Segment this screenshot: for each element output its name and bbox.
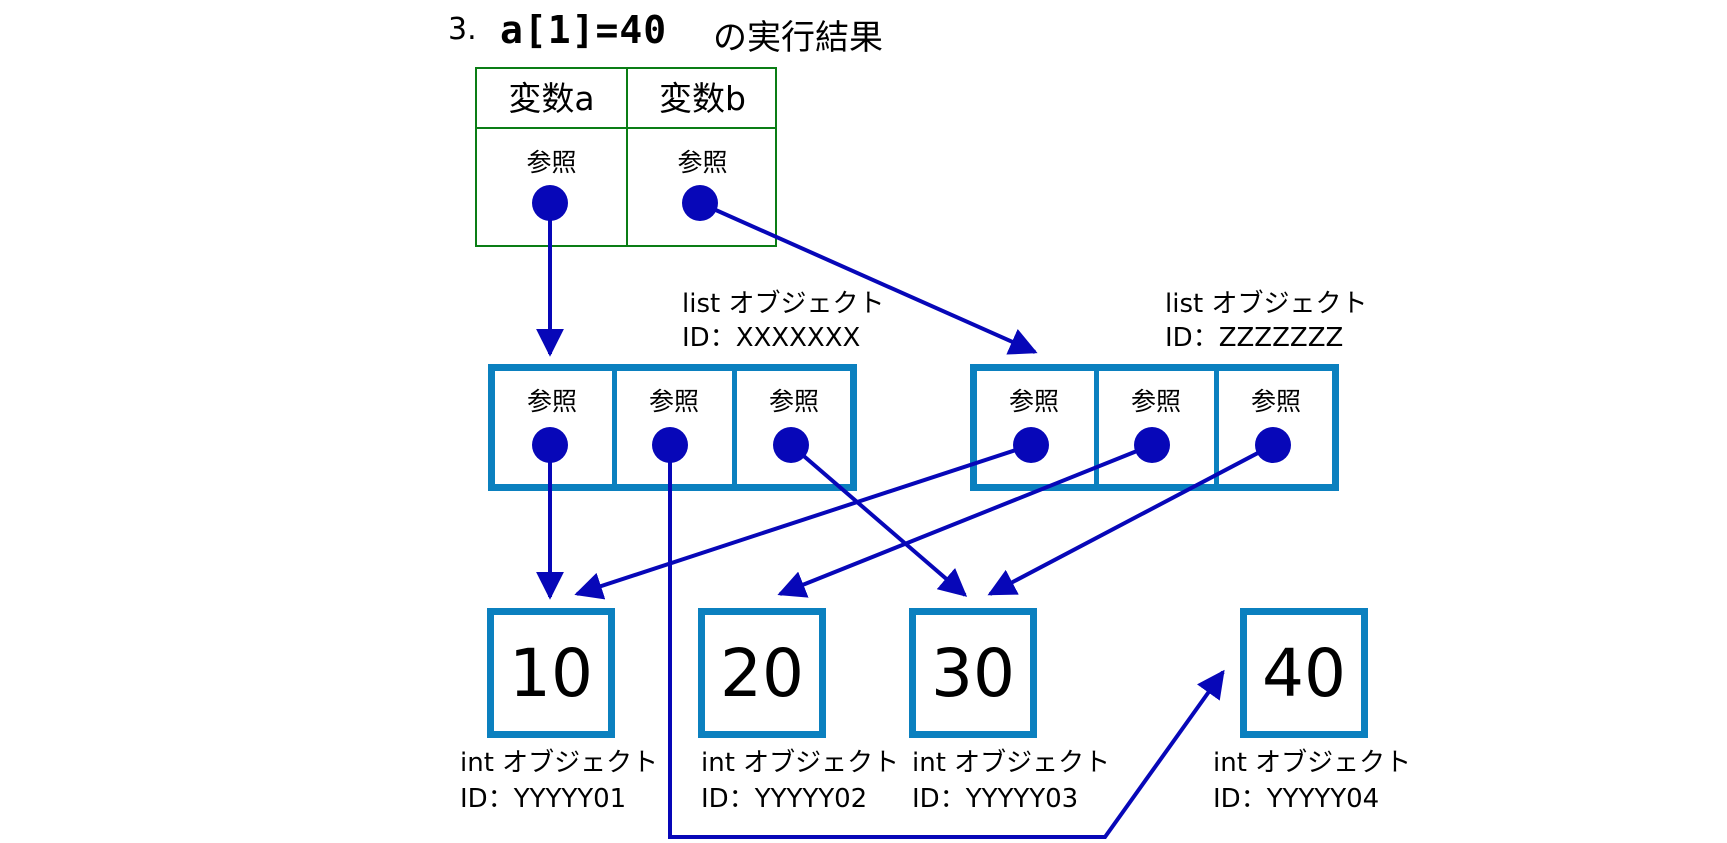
list1-ref-2: 参照 bbox=[768, 387, 819, 416]
title-number: 3. bbox=[448, 12, 477, 47]
arrow-var-b-to-list2 bbox=[699, 201, 1038, 355]
list1-divider-1 bbox=[612, 371, 617, 484]
list2-ref-1: 参照 bbox=[1130, 387, 1181, 416]
arrow-list1-2-to-30 bbox=[789, 443, 968, 597]
list1-divider-2 bbox=[732, 371, 737, 484]
var-a-header: 変数a bbox=[508, 79, 595, 118]
variable-table: 変数a 変数b 参照 参照 bbox=[475, 67, 777, 247]
arrow-list1-1-to-40 bbox=[668, 445, 1225, 839]
arrow-list2-2-to-30 bbox=[987, 443, 1274, 596]
arrow-list2-1-to-20 bbox=[777, 443, 1153, 598]
list1-type-label: list オブジェクト bbox=[682, 289, 885, 319]
int4-type-label: int オブジェクト bbox=[1213, 748, 1412, 778]
int1-type-label: int オブジェクト bbox=[460, 748, 659, 778]
ref-dot-var-b bbox=[682, 185, 718, 221]
list1-ref-1: 参照 bbox=[648, 387, 699, 416]
var-b-ref-label: 参照 bbox=[677, 148, 728, 177]
list2-ref-0: 参照 bbox=[1008, 387, 1059, 416]
var-a-ref-label: 参照 bbox=[526, 148, 577, 177]
list2-id-label: ID：ZZZZZZZ bbox=[1165, 323, 1344, 353]
int3-id-label: ID：YYYYY03 bbox=[912, 784, 1079, 814]
ref-dot-list1-1 bbox=[652, 427, 688, 463]
ref-dot-list1-0 bbox=[532, 427, 568, 463]
ref-dot-list2-2 bbox=[1255, 427, 1291, 463]
list1-id-label: ID：XXXXXXX bbox=[682, 323, 861, 353]
list2-divider-2 bbox=[1214, 371, 1219, 484]
int2-id-label: ID：YYYYY02 bbox=[701, 784, 868, 814]
ref-dot-var-a bbox=[532, 185, 568, 221]
int-object-40: 40 bbox=[1240, 608, 1368, 738]
list1-ref-0: 参照 bbox=[526, 387, 577, 416]
table-divider-horizontal bbox=[477, 127, 775, 129]
int-object-10: 10 bbox=[487, 608, 615, 738]
int-object-30: 30 bbox=[909, 608, 1037, 738]
list2-divider-1 bbox=[1094, 371, 1099, 484]
int1-id-label: ID：YYYYY01 bbox=[460, 784, 627, 814]
ref-dot-list2-0 bbox=[1013, 427, 1049, 463]
title-code: a[1]=40 bbox=[500, 8, 668, 52]
ref-dot-list1-2 bbox=[773, 427, 809, 463]
var-b-header: 変数b bbox=[659, 79, 746, 118]
title-suffix: の実行結果 bbox=[713, 18, 883, 58]
int-object-20: 20 bbox=[698, 608, 826, 738]
list2-type-label: list オブジェクト bbox=[1165, 289, 1368, 319]
arrow-list2-0-to-10 bbox=[574, 443, 1032, 600]
table-divider-vertical bbox=[626, 69, 628, 245]
ref-dot-list2-1 bbox=[1134, 427, 1170, 463]
list-object-2: 参照 参照 参照 bbox=[970, 364, 1339, 491]
int2-type-label: int オブジェクト bbox=[701, 748, 900, 778]
list-object-1: 参照 参照 参照 bbox=[488, 364, 857, 491]
list2-ref-2: 参照 bbox=[1250, 387, 1301, 416]
int4-id-label: ID：YYYYY04 bbox=[1213, 784, 1380, 814]
int3-type-label: int オブジェクト bbox=[912, 748, 1111, 778]
